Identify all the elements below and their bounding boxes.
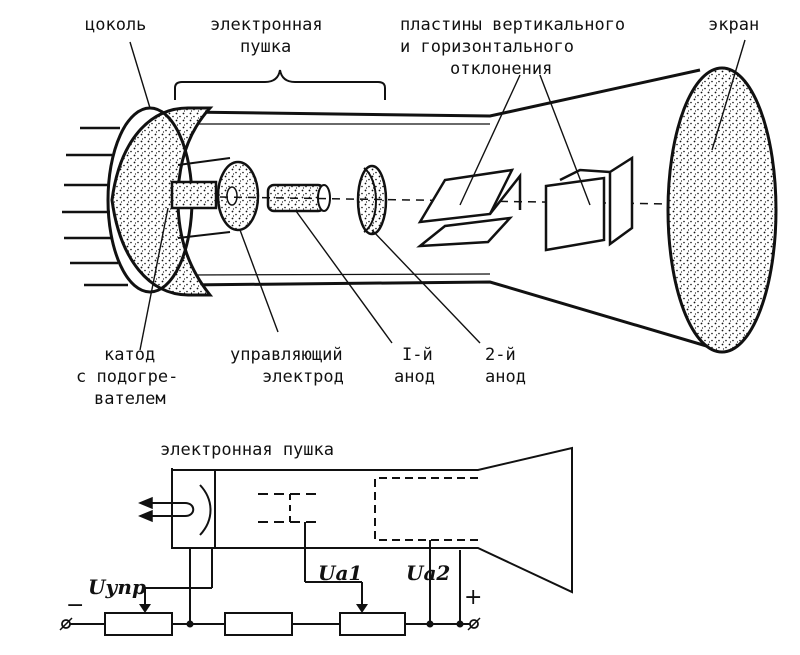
label-plates-line2: и горизонтального xyxy=(400,37,574,57)
label-cathode-line1: катод xyxy=(104,345,155,365)
vertical-deflection-plates xyxy=(416,168,522,248)
junction-dots xyxy=(186,620,464,628)
label-anode2-line2: анод xyxy=(485,367,526,387)
terminal-slash-left xyxy=(59,617,73,631)
label-gun-line1: электронная xyxy=(210,15,323,35)
label-cathode-line2: с подогре- xyxy=(76,367,178,387)
label-u-a2: Ua2 xyxy=(406,561,450,585)
cathode xyxy=(170,180,218,210)
label-base: цоколь xyxy=(85,15,146,35)
heater-arrows xyxy=(138,496,153,523)
label-grid-line2: электрод xyxy=(262,367,344,387)
horizontal-deflection-plates xyxy=(544,155,634,252)
label-plus: + xyxy=(464,585,482,610)
gun-housing xyxy=(177,157,231,239)
label-anode1-line1: I-й xyxy=(402,345,433,365)
control-electrode xyxy=(216,160,260,232)
label-gun-line2: пушка xyxy=(240,37,291,57)
wiper-arrows xyxy=(139,604,368,613)
label-screen: экран xyxy=(708,15,759,35)
label-plates-line1: пластины вертикального xyxy=(400,15,625,35)
label-anode2-line1: 2-й xyxy=(485,345,516,365)
label-cathode-line3: вателем xyxy=(94,389,166,409)
second-anode xyxy=(356,164,388,236)
tube-lower-wall xyxy=(184,280,721,352)
label-anode1-line2: анод xyxy=(394,367,435,387)
schematic-title: электронная пушка xyxy=(160,440,334,460)
schematic-wiring xyxy=(68,522,472,636)
tube-upper-wall xyxy=(184,68,701,118)
terminal-slash-right xyxy=(467,617,481,631)
leader-lines xyxy=(129,39,746,351)
screen xyxy=(666,66,778,354)
label-u-a1: Ua1 xyxy=(318,561,362,585)
base-pins xyxy=(62,126,128,287)
label-u-control: Uупр xyxy=(88,575,146,599)
label-plates-line3: отклонения xyxy=(450,59,552,79)
crt-tube xyxy=(184,68,721,352)
gun-brace xyxy=(174,69,386,100)
label-minus: − xyxy=(66,593,84,618)
label-grid-line1: управляющий xyxy=(230,345,343,365)
schematic-tube xyxy=(150,446,573,594)
